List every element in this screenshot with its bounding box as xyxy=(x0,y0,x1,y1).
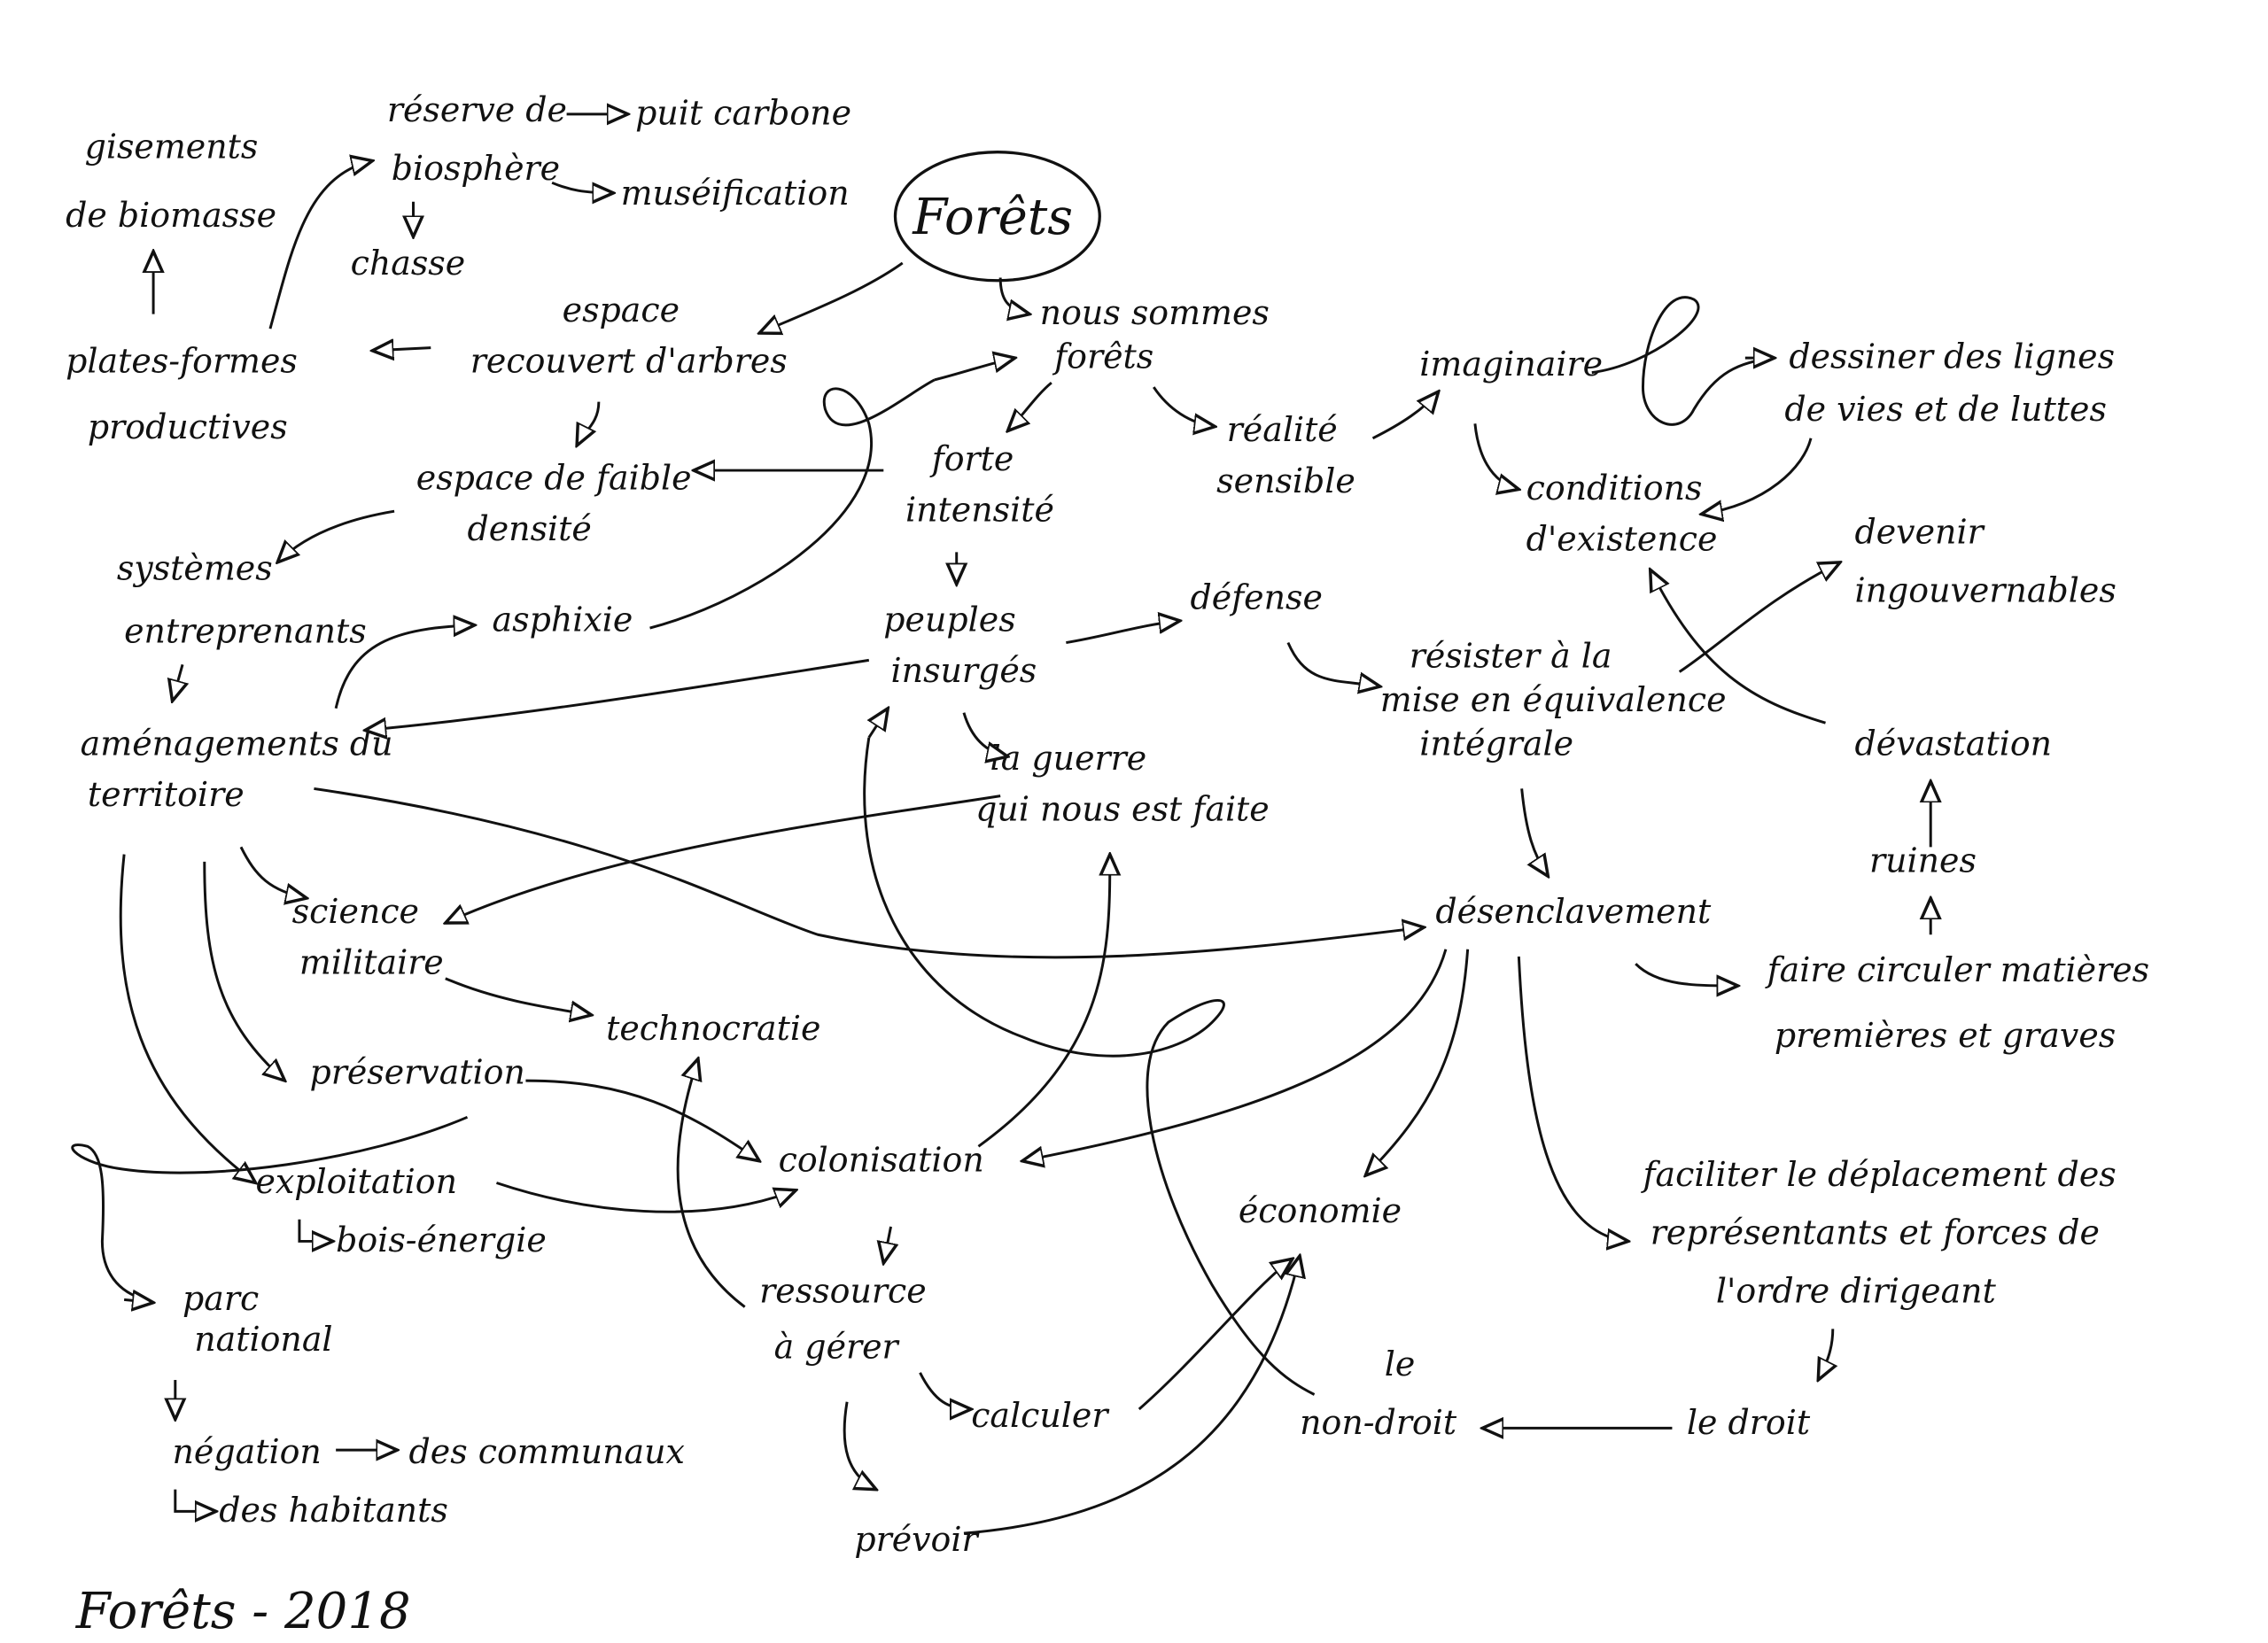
node-devenir-1: devenir xyxy=(1854,512,1984,551)
node-exploitation: exploitation xyxy=(255,1162,457,1201)
node-peuples-2: insurgés xyxy=(891,651,1037,690)
node-droit: le droit xyxy=(1687,1403,1811,1442)
node-ressource-1: ressource xyxy=(759,1272,926,1311)
node-reserve-2: biosphère xyxy=(392,149,560,188)
node-negation: négation xyxy=(173,1432,322,1471)
node-espace-recouvert-1: espace xyxy=(563,291,680,329)
node-imaginaire: imaginaire xyxy=(1419,345,1603,384)
node-espace-faible-2: densité xyxy=(467,509,591,548)
node-science-1: science xyxy=(292,892,419,931)
node-gisements-2: de biomasse xyxy=(66,196,276,235)
node-colonisation: colonisation xyxy=(779,1140,984,1179)
node-prevoir: prévoir xyxy=(854,1520,979,1559)
node-resister-1: résister à la xyxy=(1410,637,1612,676)
node-communaux: des communaux xyxy=(409,1432,685,1471)
node-chasse: chasse xyxy=(351,244,466,283)
node-realite-1: réalité xyxy=(1227,410,1338,449)
node-non-droit-1: le xyxy=(1385,1345,1416,1383)
node-calculer: calculer xyxy=(971,1396,1109,1435)
node-amenagements-1: aménagements du xyxy=(81,724,393,763)
node-economie: économie xyxy=(1239,1191,1402,1230)
node-faciliter-3: l'ordre dirigeant xyxy=(1716,1272,1997,1311)
arrows xyxy=(71,114,1930,1535)
central-node: Forêts xyxy=(893,151,1101,283)
signature: Forêts - 2018 xyxy=(75,1583,411,1640)
node-faire-circuler-1: faire circuler matières xyxy=(1765,950,2150,989)
node-ruines: ruines xyxy=(1869,841,1977,880)
node-nous-sommes-1: nous sommes xyxy=(1040,293,1270,332)
node-forte-1: forte xyxy=(929,439,1014,478)
node-ressource-2: à gérer xyxy=(774,1327,900,1366)
node-devenir-2: ingouvernables xyxy=(1854,570,2116,609)
node-bois-energie: bois-énergie xyxy=(336,1221,547,1259)
node-guerre-1: la guerre xyxy=(990,739,1147,778)
node-plates-formes-1: plates-formes xyxy=(66,342,298,381)
node-faciliter-1: faciliter le déplacement des xyxy=(1640,1155,2116,1194)
node-preservation: préservation xyxy=(309,1052,524,1091)
node-desenclavement: désenclavement xyxy=(1435,892,1712,931)
node-systemes-2: entreprenants xyxy=(124,612,367,651)
node-espace-faible-1: espace de faible xyxy=(416,458,692,497)
node-resister-2: mise en équivalence xyxy=(1380,680,1727,719)
node-parc-1: parc xyxy=(183,1279,259,1318)
node-systemes-1: systèmes xyxy=(117,549,273,588)
node-faire-circuler-2: premières et graves xyxy=(1775,1016,2116,1055)
node-faciliter-2: représentants et forces de xyxy=(1651,1213,2100,1252)
node-science-2: militaire xyxy=(299,943,444,982)
node-conditions-1: conditions xyxy=(1526,469,1703,508)
node-defense: défense xyxy=(1190,578,1322,617)
node-museification: muséification xyxy=(621,174,850,213)
node-parc-2: national xyxy=(194,1320,332,1359)
node-non-droit-2: non-droit xyxy=(1300,1403,1457,1442)
node-realite-2: sensible xyxy=(1216,461,1355,500)
node-conditions-2: d'existence xyxy=(1526,520,1718,559)
node-dessiner-2: de vies et de luttes xyxy=(1784,390,2107,429)
node-asphixie: asphixie xyxy=(493,600,633,639)
node-forte-2: intensité xyxy=(905,491,1054,530)
node-technocratie: technocratie xyxy=(606,1009,820,1048)
nodes: gisements de biomasse plates-formes prod… xyxy=(66,90,2149,1640)
node-devastation: dévastation xyxy=(1854,724,2052,763)
node-peuples-1: peuples xyxy=(883,600,1015,639)
node-puit-carbone: puit carbone xyxy=(635,93,851,132)
node-reserve-1: réserve de xyxy=(387,90,567,129)
node-espace-recouvert-2: recouvert d'arbres xyxy=(470,342,788,381)
node-nous-sommes-2: forêts xyxy=(1052,337,1153,376)
node-resister-3: intégrale xyxy=(1419,724,1573,763)
node-guerre-2: qui nous est faite xyxy=(975,790,1270,829)
central-title: Forêts xyxy=(912,189,1073,246)
node-gisements-1: gisements xyxy=(85,127,259,166)
node-dessiner-1: dessiner des lignes xyxy=(1789,337,2115,376)
node-habitants: des habitants xyxy=(219,1491,448,1530)
node-plates-formes-2: productives xyxy=(88,407,288,446)
node-amenagements-2: territoire xyxy=(88,775,245,814)
